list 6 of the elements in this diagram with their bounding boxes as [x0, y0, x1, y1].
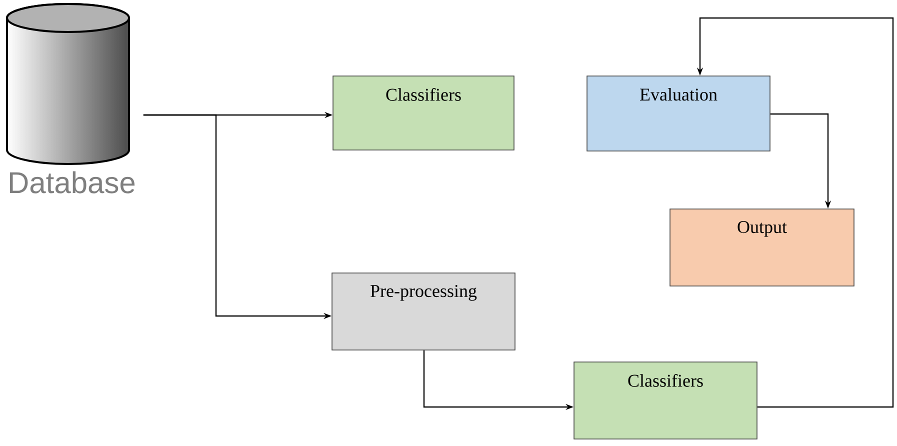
- process-box: Classifiers: [332, 76, 514, 150]
- database-label: Database: [10, 171, 135, 194]
- process-box: Pre-processing: [332, 272, 516, 350]
- process-box: Classifiers: [574, 362, 758, 440]
- process-box: Evaluation: [586, 76, 770, 152]
- process-box: Output: [670, 208, 854, 286]
